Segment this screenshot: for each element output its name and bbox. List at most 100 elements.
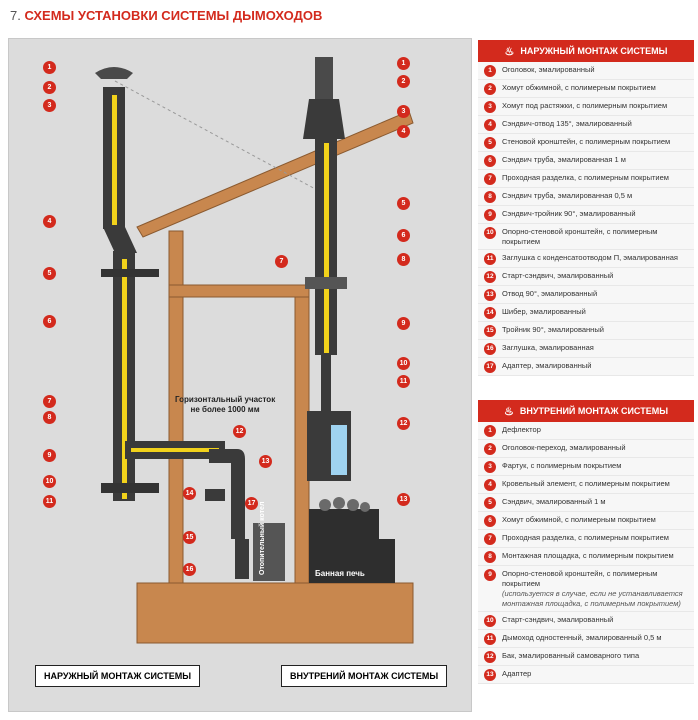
legend-text-main: Дымоход одностенный, эмалированный 0,5 м	[502, 633, 662, 642]
outer-legend-header: ♨ НАРУЖНЫЙ МОНТАЖ СИСТЕМЫ	[478, 40, 694, 62]
inner-system-label: ВНУТРЕНИЙ МОНТАЖ СИСТЕМЫ	[281, 665, 448, 687]
legend-number: 4	[484, 119, 496, 131]
legend-text-main: Сэндвич труба, эмалированная 1 м	[502, 155, 626, 164]
legend-text: Старт-сэндвич, эмалированный	[502, 271, 613, 281]
horizontal-note: Горизонтальный участок не более 1000 мм	[175, 395, 276, 414]
legend-text-main: Старт-сэндвич, эмалированный	[502, 615, 614, 624]
legend-number: 10	[484, 615, 496, 627]
legend-number: 12	[484, 651, 496, 663]
legend-text: Сэндвич-отвод 135°, эмалированный	[502, 119, 632, 129]
legend-number: 15	[484, 325, 496, 337]
section-number: 7.	[10, 8, 21, 23]
legend-text-main: Стеновой кронштейн, с полимерным покрыти…	[502, 137, 671, 146]
legend-number: 11	[484, 253, 496, 265]
callout: 13	[397, 493, 410, 506]
wall-left	[168, 230, 184, 584]
legend-text: Хомут под растяжки, с полимерным покрыти…	[502, 101, 667, 111]
callout: 6	[397, 229, 410, 242]
legend-text: Заглушка с конденсатоотводом П, эмалиров…	[502, 253, 678, 263]
legend-text-main: Отвод 90°, эмалированный	[502, 289, 598, 298]
legend-text: Опорно-стеновой кронштейн, с полимерным …	[502, 227, 688, 247]
legend-item: 7 Проходная разделка, с полимерным покрыт…	[478, 530, 694, 548]
callout: 11	[397, 375, 410, 388]
foundation	[136, 582, 414, 644]
legend-text-main: Оголовок-переход, эмалированный	[502, 443, 626, 452]
installation-diagram: Горизонтальный участок не более 1000 мм …	[8, 38, 472, 712]
legend-number: 8	[484, 191, 496, 203]
legend-item: 11 Дымоход одностенный, эмалированный 0,5…	[478, 630, 694, 648]
callout: 10	[43, 475, 56, 488]
callout: 1	[397, 57, 410, 70]
legend-text-main: Проходная разделка, с полимерным покрыти…	[502, 173, 669, 182]
legend-text: Дымоход одностенный, эмалированный 0,5 м	[502, 633, 662, 643]
legend-item: 11 Заглушка с конденсатоотводом П, эмалир…	[478, 250, 694, 268]
legend-number: 2	[484, 83, 496, 95]
outer-pipe-yellow	[122, 259, 127, 499]
inner-top	[315, 57, 333, 107]
callout: 7	[43, 395, 56, 408]
flame-icon: ♨	[504, 45, 515, 58]
legend-text: Сэндвич труба, эмалированная 1 м	[502, 155, 626, 165]
legend-text: Опорно-стеновой кронштейн, с полимерным …	[502, 569, 688, 609]
legend-number: 13	[484, 289, 496, 301]
legend-text: Хомут обжимной, с полимерным покрытием	[502, 83, 656, 93]
title-text: СХЕМЫ УСТАНОВКИ СИСТЕМЫ ДЫМОХОДОВ	[24, 8, 323, 23]
legend-number: 11	[484, 633, 496, 645]
water-level	[331, 425, 347, 475]
legend-text-main: Проходная разделка, с полимерным покрыти…	[502, 533, 669, 542]
callout: 2	[43, 81, 56, 94]
legend-text-main: Адаптер, эмалированный	[502, 361, 592, 370]
legend-text-main: Тройник 90°, эмалированный	[502, 325, 604, 334]
legend-item: 15 Тройник 90°, эмалированный	[478, 322, 694, 340]
legend-text: Сэндвич, эмалированный 1 м	[502, 497, 606, 507]
legend-number: 9	[484, 209, 496, 221]
boiler-pipe	[235, 539, 249, 579]
damper	[205, 489, 225, 501]
legend-number: 7	[484, 533, 496, 545]
callout: 9	[43, 449, 56, 462]
outer-pipe-top-yellow	[112, 95, 117, 225]
legend-text: Тройник 90°, эмалированный	[502, 325, 604, 335]
callout: 6	[43, 315, 56, 328]
legend-number: 6	[484, 515, 496, 527]
legend-number: 6	[484, 155, 496, 167]
callout: 5	[397, 197, 410, 210]
legend-text-main: Старт-сэндвич, эмалированный	[502, 271, 614, 280]
legend-item: 12 Старт-сэндвич, эмалированный	[478, 268, 694, 286]
legend-item: 7 Проходная разделка, с полимерным покрыт…	[478, 170, 694, 188]
flame-icon: ♨	[503, 405, 514, 418]
legend-text: Оголовок, эмалированный	[502, 65, 595, 75]
legend-number: 1	[484, 425, 496, 437]
legend-text-main: Кровельный элемент, с полимерным покрыти…	[502, 479, 670, 488]
legend-number: 7	[484, 173, 496, 185]
callout: 8	[397, 253, 410, 266]
legend-text: Отвод 90°, эмалированный	[502, 289, 597, 299]
legend-number: 5	[484, 137, 496, 149]
legend-text-main: Оголовок, эмалированный	[502, 65, 595, 74]
ceiling-beam	[168, 284, 310, 298]
legend-number: 8	[484, 551, 496, 563]
callout: 16	[183, 563, 196, 576]
legend-text-main: Адаптер	[502, 669, 532, 678]
legend-number: 12	[484, 271, 496, 283]
legend-text: Проходная разделка, с полимерным покрыти…	[502, 173, 669, 183]
legend-text-main: Хомут под растяжки, с полимерным покрыти…	[502, 101, 668, 110]
inner-legend-header: ♨ ВНУТРЕНИЙ МОНТАЖ СИСТЕМЫ	[478, 400, 694, 422]
wall-bracket-lower	[101, 483, 159, 493]
legend-item: 2 Хомут обжимной, с полимерным покрытием	[478, 80, 694, 98]
legend-number: 4	[484, 479, 496, 491]
legend-number: 14	[484, 307, 496, 319]
callout: 11	[43, 495, 56, 508]
single-wall-pipe	[321, 355, 331, 435]
inner-pipe-yellow	[324, 143, 329, 353]
page-title: 7. СХЕМЫ УСТАНОВКИ СИСТЕМЫ ДЫМОХОДОВ	[10, 8, 322, 23]
